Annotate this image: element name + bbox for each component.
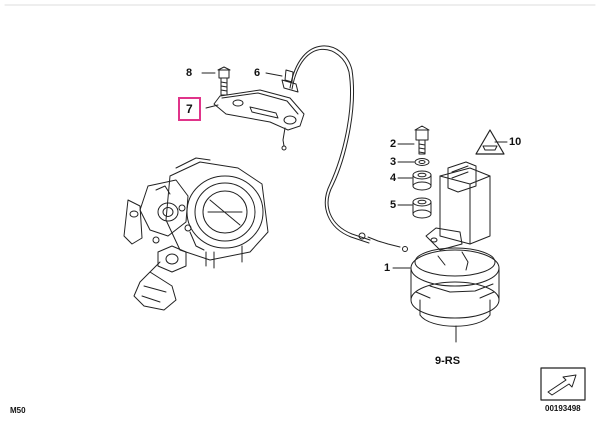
callout-10[interactable]: 10 xyxy=(509,136,522,148)
callout-2[interactable]: 2 xyxy=(390,138,397,150)
callout-5[interactable]: 5 xyxy=(390,199,397,211)
bushing-part-4 xyxy=(412,170,432,191)
callout-8[interactable]: 8 xyxy=(186,67,193,79)
navigation-arrow-icon xyxy=(540,367,586,401)
callout-4[interactable]: 4 xyxy=(390,172,397,184)
bolt-part-8 xyxy=(217,66,231,96)
grommet-part-5 xyxy=(412,197,432,219)
leader-lines xyxy=(201,72,508,343)
throttle-cable xyxy=(281,45,408,252)
warning-triangle-icon xyxy=(475,129,505,155)
throttle-body xyxy=(123,157,269,311)
bolt-part-2 xyxy=(414,125,430,155)
model-label: M50 xyxy=(10,406,26,415)
actuator-part-1 xyxy=(410,161,500,327)
bracket xyxy=(213,89,305,151)
callout-1[interactable]: 1 xyxy=(384,262,391,274)
washer-part-3 xyxy=(414,158,430,166)
callout-7[interactable]: 7 xyxy=(178,97,201,121)
diagram-number: 00193498 xyxy=(545,404,581,413)
callout-9-rs[interactable]: 9-RS xyxy=(435,355,461,367)
callout-6[interactable]: 6 xyxy=(254,67,261,79)
callout-3[interactable]: 3 xyxy=(390,156,397,168)
